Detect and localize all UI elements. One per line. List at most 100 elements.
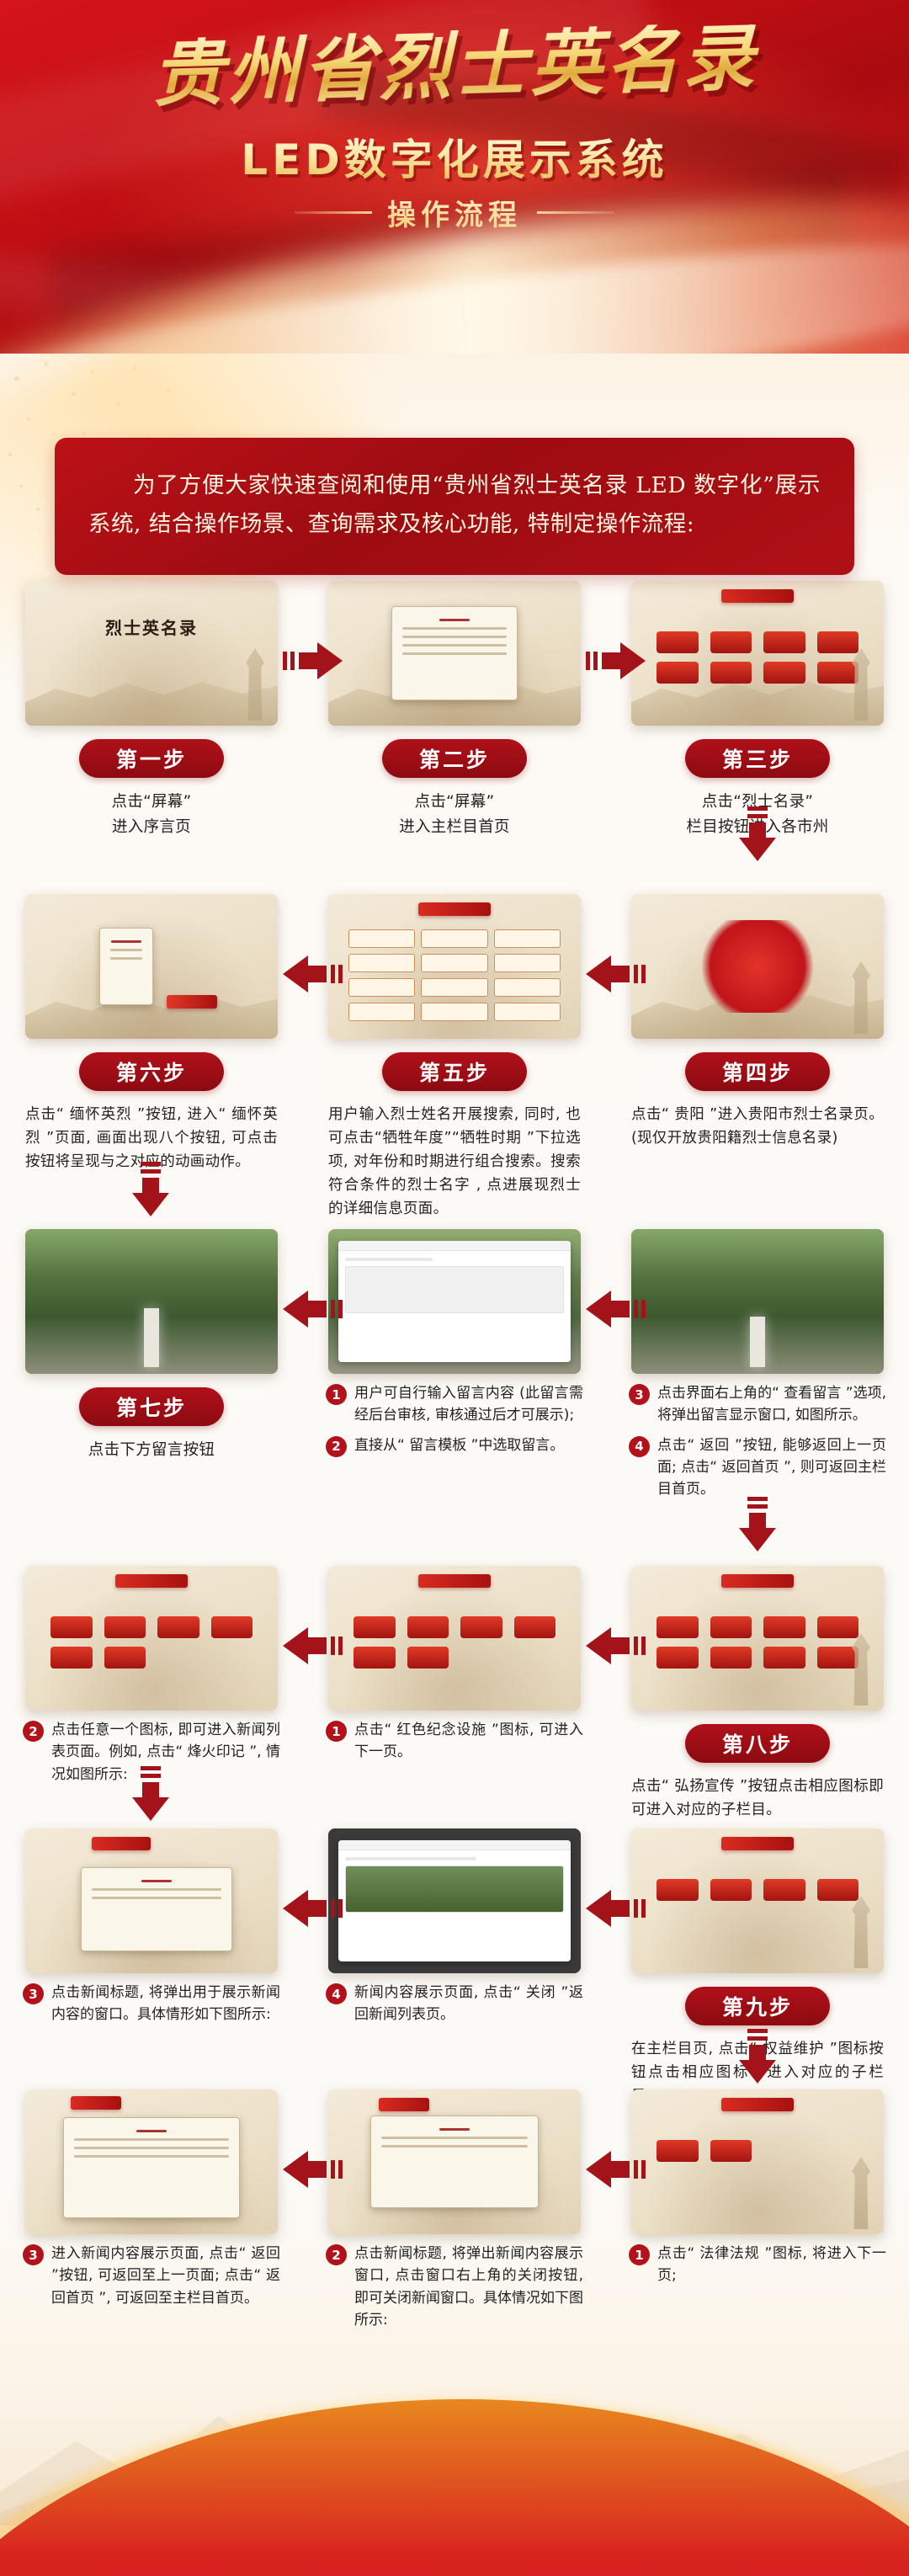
arrow-left-icon xyxy=(283,1290,345,1328)
row3-mid-screenshot[interactable] xyxy=(328,1229,581,1374)
step-4-desc: 点击“ 贵阳 ”进入贵阳市烈士名录页。(现仅开放贵阳籍烈士信息名录) xyxy=(631,1106,884,1147)
step-4-screenshot[interactable] xyxy=(631,894,884,1039)
step-5-pill: 第五步 xyxy=(382,1052,527,1091)
title-rule-left xyxy=(295,211,372,214)
list-item: 3 进入新闻内容展示页面, 点击“ 返回 ”按钮, 可返回至上一页面; 点击“ … xyxy=(23,2243,280,2309)
list-item: 3 点击新闻标题, 将弹出用于展示新闻内容的窗口。具体情形如下图所示: xyxy=(23,1982,280,2026)
list-text: 点击“ 红色纪念设施 ”图标, 可进入下一页。 xyxy=(354,1722,583,1761)
flow-row-5: 3 点击新闻标题, 将弹出用于展示新闻内容的窗口。具体情形如下图所示: 4 新闻… xyxy=(0,1828,909,2105)
row6-mid-cell: 2 点击新闻标题, 将弹出新闻内容展示窗口, 点击窗口右上角的关闭按钮, 即可关… xyxy=(303,2089,606,2342)
list-number: 1 xyxy=(326,1384,347,1405)
row6-right-cell: 1 点击“ 法律法规 ”图标, 将进入下一页; xyxy=(606,2089,909,2342)
list-text: 点击新闻标题, 将弹出用于展示新闻内容的窗口。具体情形如下图所示: xyxy=(51,1984,280,2024)
step-7-pill: 第七步 xyxy=(79,1387,224,1426)
step-3-pill: 第三步 xyxy=(685,739,830,778)
row3-right-notes: 3 点击界面右上角的“ 查看留言 ”选项, 将弹出留言显示窗口, 如图所示。 4… xyxy=(629,1382,886,1501)
page-header: 贵州省烈士英名录 LED数字化展示系统 操作流程 xyxy=(0,0,909,396)
step-5-cell: 第五步 用户输入烈士姓名开展搜索, 同时, 也可点击“牺牲年度”“牺牲时期 ”下… xyxy=(303,894,606,1217)
step-8-cell: 第八步 点击“ 弘扬宣传 ”按钮点击相应图标即可进入对应的子栏目。 xyxy=(606,1566,909,1818)
flow-row-4: 2 点击任意一个图标, 即可进入新闻列表页面。例如, 点击“ 烽火印记 ”, 情… xyxy=(0,1566,909,1821)
section-title-wrap: 操作流程 xyxy=(0,192,909,233)
step-5-desc: 用户输入烈士姓名开展搜索, 同时, 也可点击“牺牲年度”“牺牲时期 ”下拉选项,… xyxy=(328,1106,581,1217)
arrow-left-icon xyxy=(283,1889,345,1928)
arrow-down-icon xyxy=(738,806,777,861)
intro-box: 为了方便大家快速查阅和使用“贵州省烈士英名录 LED 数字化”展示系统, 结合操… xyxy=(55,438,854,575)
step-9-cell: 第九步 在主栏目页, 点击“ 权益维护 ”图标按钮点击相应图标可进入对应的子栏目… xyxy=(606,1828,909,2105)
arrow-left-icon xyxy=(586,1290,648,1328)
step-8-screenshot[interactable] xyxy=(631,1566,884,1711)
row6-right-screenshot[interactable] xyxy=(631,2089,884,2234)
step-7-screenshot[interactable] xyxy=(25,1229,278,1374)
list-text: 直接从“ 留言模板 ”中选取留言。 xyxy=(354,1436,565,1454)
arrow-down-icon xyxy=(131,1162,170,1216)
step-9-screenshot[interactable] xyxy=(631,1828,884,1973)
process-flow: 烈士英名录 第一步 点击“屏幕” 进入序言页 第二步 点击“屏幕” 进入主栏目首… xyxy=(0,581,909,2342)
step-2-cell: 第二步 点击“屏幕” 进入主栏目首页 xyxy=(303,581,606,859)
list-text: 用户可自行输入留言内容 (此留言需经后台审核, 审核通过后才可展示); xyxy=(354,1385,583,1424)
list-text: 点击“ 返回 ”按钮, 能够返回上一页面; 点击“ 返回首页 ”, 则可返回主栏… xyxy=(657,1436,886,1498)
row5-mid-cell: 4 新闻内容展示页面, 点击“ 关闭 ”返回新闻列表页。 xyxy=(303,1828,606,2081)
list-item: 1 用户可自行输入留言内容 (此留言需经后台审核, 审核通过后才可展示); xyxy=(326,1382,583,1427)
step-6-desc: 点击“ 缅怀英烈 ”按钮, 进入“ 缅怀英烈 ”页面, 画面出现八个按钮, 可点… xyxy=(25,1106,278,1170)
row6-mid-screenshot[interactable] xyxy=(328,2089,581,2234)
list-item: 2 直接从“ 留言模板 ”中选取留言。 xyxy=(326,1434,583,1457)
step-7-cell: 第七步 点击下方留言按钮 xyxy=(0,1229,303,1557)
list-text: 点击界面右上角的“ 查看留言 ”选项, 将弹出留言显示窗口, 如图所示。 xyxy=(657,1385,886,1424)
step-9-pill: 第九步 xyxy=(685,1987,830,2025)
step-7-desc: 点击下方留言按钮 xyxy=(88,1441,215,1459)
row4-mid-screenshot[interactable] xyxy=(328,1566,581,1711)
step-2-screenshot[interactable] xyxy=(328,581,581,726)
row3-mid-cell: 1 用户可自行输入留言内容 (此留言需经后台审核, 审核通过后才可展示); 2 … xyxy=(303,1229,606,1557)
list-text: 进入新闻内容展示页面, 点击“ 返回 ”按钮, 可返回至上一页面; 点击“ 返回… xyxy=(51,2245,280,2307)
flow-row-2: 第六步 点击“ 缅怀英烈 ”按钮, 进入“ 缅怀英烈 ”页面, 画面出现八个按钮… xyxy=(0,894,909,1217)
page-title: 贵州省烈士英名录 xyxy=(0,15,909,117)
arrow-left-icon xyxy=(283,2150,345,2189)
list-item: 4 新闻内容展示页面, 点击“ 关闭 ”返回新闻列表页。 xyxy=(326,1982,583,2026)
row4-mid-cell: 1 点击“ 红色纪念设施 ”图标, 可进入下一页。 xyxy=(303,1566,606,1818)
arrow-left-icon xyxy=(283,955,345,993)
row6-left-cell: 3 进入新闻内容展示页面, 点击“ 返回 ”按钮, 可返回至上一页面; 点击“ … xyxy=(0,2089,303,2342)
row5-left-screenshot[interactable] xyxy=(25,1828,278,1973)
arrow-left-icon xyxy=(283,1626,345,1665)
list-item: 1 点击“ 法律法规 ”图标, 将进入下一页; xyxy=(629,2243,886,2287)
title-rule-right xyxy=(537,211,614,214)
step-4-cell: 第四步 点击“ 贵阳 ”进入贵阳市烈士名录页。(现仅开放贵阳籍烈士信息名录) xyxy=(606,894,909,1214)
list-number: 2 xyxy=(23,1721,44,1742)
row4-left-screenshot[interactable] xyxy=(25,1566,278,1711)
list-number: 2 xyxy=(326,2244,347,2265)
intro-text: 为了方便大家快速查阅和使用“贵州省烈士英名录 LED 数字化”展示系统, 结合操… xyxy=(88,472,821,538)
arrow-left-icon xyxy=(586,1889,648,1928)
arrow-right-icon xyxy=(283,641,345,680)
step-5-screenshot[interactable] xyxy=(328,894,581,1039)
row6-left-screenshot[interactable] xyxy=(25,2089,278,2234)
row4-mid-notes: 1 点击“ 红色纪念设施 ”图标, 可进入下一页。 xyxy=(326,1719,583,1764)
list-number: 3 xyxy=(629,1384,650,1405)
list-number: 3 xyxy=(23,2244,44,2265)
list-text: 点击“ 法律法规 ”图标, 将进入下一页; xyxy=(657,2245,886,2285)
list-number: 1 xyxy=(629,2244,650,2265)
list-number: 3 xyxy=(23,1983,44,2004)
list-text: 点击任意一个图标, 即可进入新闻列表页面。例如, 点击“ 烽火印记 ”, 情况如… xyxy=(51,1722,280,1783)
arrow-down-icon xyxy=(738,2029,777,2084)
section-title: 操作流程 xyxy=(387,192,522,233)
step-8-desc: 点击“ 弘扬宣传 ”按钮点击相应图标即可进入对应的子栏目。 xyxy=(631,1778,884,1818)
step-3-cell: 第三步 点击“烈士名录” 栏目按钮进入各市州 xyxy=(606,581,909,859)
arrow-left-icon xyxy=(586,2150,648,2189)
row6-left-notes: 3 进入新闻内容展示页面, 点击“ 返回 ”按钮, 可返回至上一页面; 点击“ … xyxy=(23,2243,280,2309)
row5-mid-notes: 4 新闻内容展示页面, 点击“ 关闭 ”返回新闻列表页。 xyxy=(326,1982,583,2026)
step-6-cell: 第六步 点击“ 缅怀英烈 ”按钮, 进入“ 缅怀英烈 ”页面, 画面出现八个按钮… xyxy=(0,894,303,1214)
step-2-pill: 第二步 xyxy=(382,739,527,778)
step-3-screenshot[interactable] xyxy=(631,581,884,726)
step-6-screenshot[interactable] xyxy=(25,894,278,1039)
row3-right-screenshot[interactable] xyxy=(631,1229,884,1374)
row5-left-cell: 3 点击新闻标题, 将弹出用于展示新闻内容的窗口。具体情形如下图所示: xyxy=(0,1828,303,2081)
list-number: 4 xyxy=(326,1983,347,2004)
row6-right-notes: 1 点击“ 法律法规 ”图标, 将进入下一页; xyxy=(629,2243,886,2287)
arrow-right-icon xyxy=(586,641,648,680)
list-number: 4 xyxy=(629,1435,650,1457)
row5-mid-screenshot[interactable] xyxy=(328,1828,581,1973)
step-1-desc: 点击“屏幕” 进入序言页 xyxy=(111,793,192,836)
list-item: 2 点击任意一个图标, 即可进入新闻列表页面。例如, 点击“ 烽火印记 ”, 情… xyxy=(23,1719,280,1786)
list-item: 2 点击新闻标题, 将弹出新闻内容展示窗口, 点击窗口右上角的关闭按钮, 即可关… xyxy=(326,2243,583,2331)
step-1-screenshot[interactable]: 烈士英名录 xyxy=(25,581,278,726)
